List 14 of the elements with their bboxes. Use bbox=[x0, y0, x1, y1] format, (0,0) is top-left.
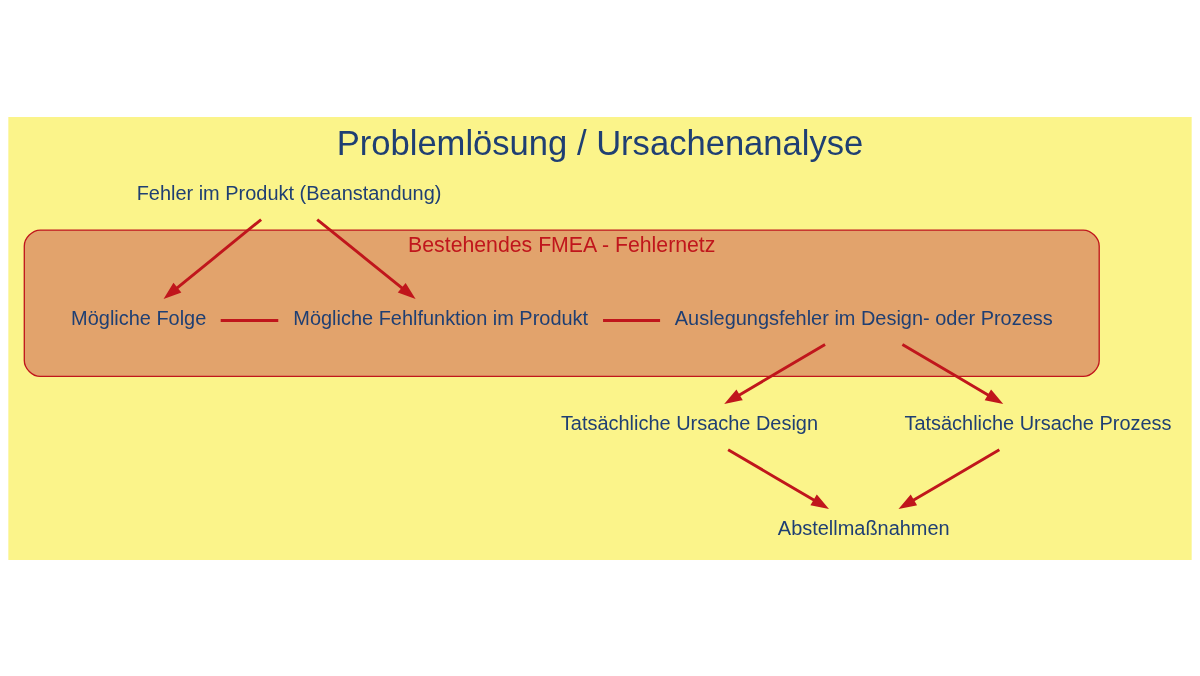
arrow bbox=[727, 447, 829, 509]
arrow bbox=[898, 447, 1001, 509]
connector bbox=[220, 318, 279, 322]
node-text: Tatsächliche Ursache Design bbox=[560, 411, 819, 434]
node-text: Auslegungsfehler im Design- oder Prozess bbox=[674, 306, 1053, 329]
node-text: Mögliche Fehlfunktion im Produkt bbox=[293, 306, 589, 329]
node-text: Mögliche Folge bbox=[71, 306, 207, 329]
node-text: Tatsächliche Ursache Prozess bbox=[904, 411, 1172, 434]
connector bbox=[603, 318, 661, 322]
diagram-title: Problemlösung / Ursachenanalyse bbox=[336, 123, 864, 162]
node-text: Abstellmaßnahmen bbox=[777, 516, 950, 539]
node-text: Fehler im Produkt (Beanstandung) bbox=[136, 181, 442, 204]
arrow bbox=[901, 342, 1004, 404]
arrow bbox=[724, 342, 826, 404]
